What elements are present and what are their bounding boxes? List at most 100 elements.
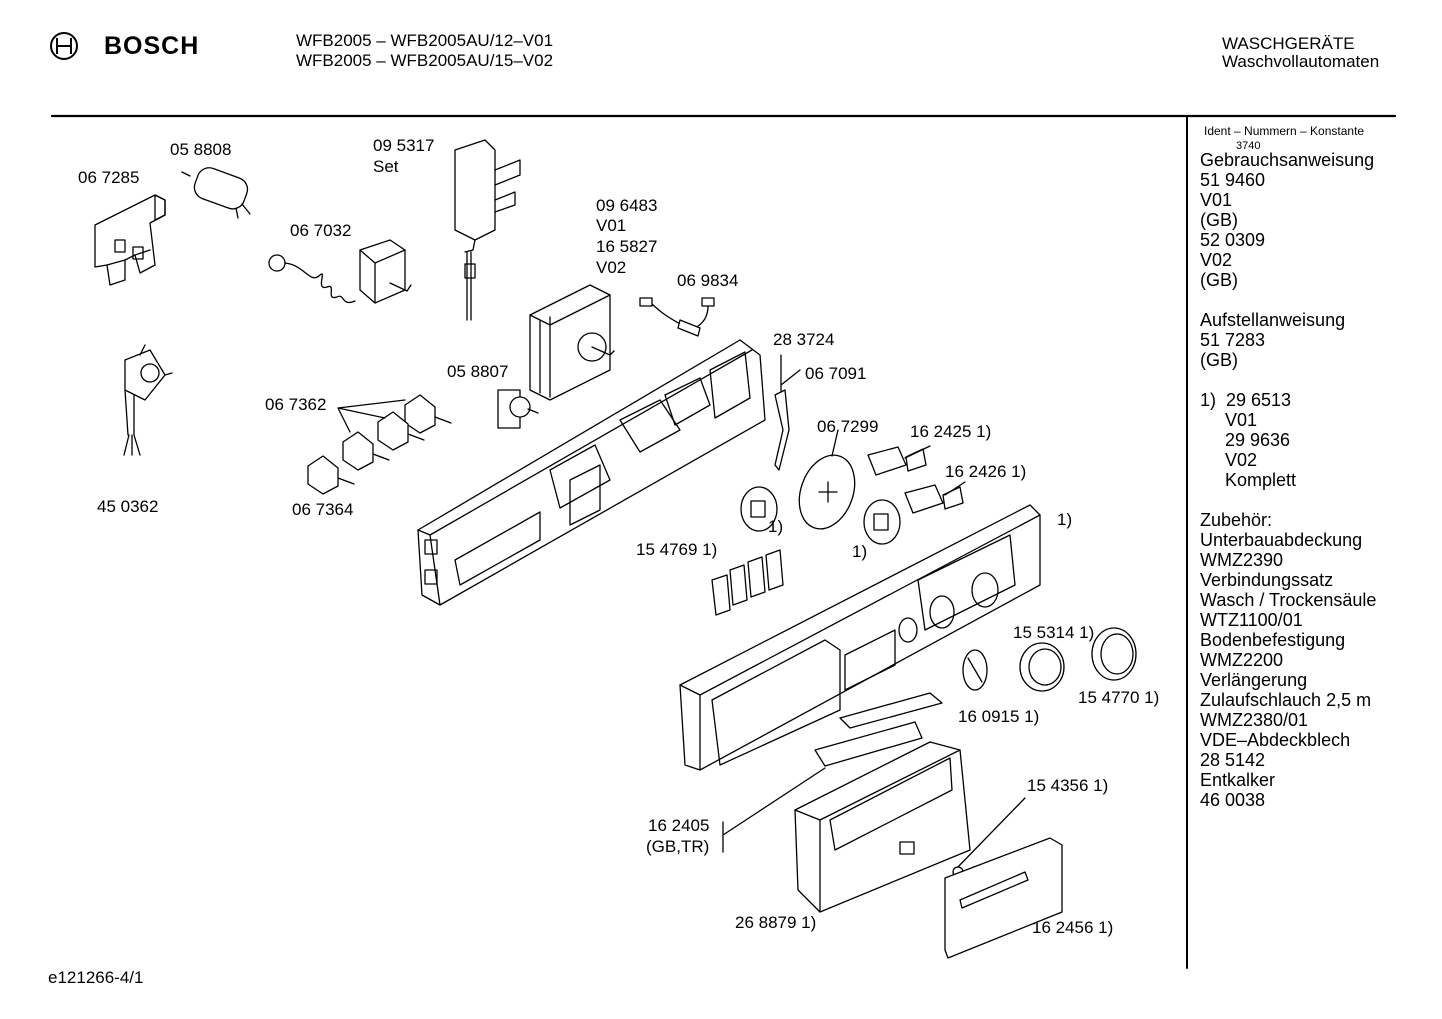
part-label: 28 3724 <box>773 330 835 349</box>
small-knob-part <box>962 649 988 691</box>
sidebar-line: (GB) <box>1200 210 1238 230</box>
bracket-part <box>94 194 166 286</box>
part-label: 16 5827 <box>596 237 658 256</box>
ident-value: 3740 <box>1236 140 1261 152</box>
push-buttons-part <box>711 549 784 616</box>
thermostat-part <box>268 239 412 304</box>
footnote-marker: 1) <box>768 517 784 536</box>
sidebar-line: 51 9460 <box>1200 170 1266 190</box>
timer-part <box>529 284 615 401</box>
drawer-handle-part <box>944 837 1063 959</box>
sidebar-line: V02 <box>1200 450 1258 470</box>
panel-carrier-part <box>417 339 766 606</box>
capacitor-part <box>181 167 251 219</box>
trim-strip-lower <box>814 721 923 767</box>
part-label: 06 7362 <box>265 395 327 414</box>
part-label: 06 7091 <box>805 364 867 383</box>
knob-insert-left <box>740 486 778 532</box>
model-line-2: WFB2005 – WFB2005AU/15–V02 <box>296 51 554 70</box>
sidebar-line: Zubehör: <box>1200 510 1273 530</box>
part-label: 16 2405 <box>648 816 710 835</box>
sidebar-line: 51 7283 <box>1200 330 1266 350</box>
knob-part-large <box>1091 627 1137 681</box>
part-label: 06 7032 <box>290 221 352 240</box>
part-label: Set <box>373 157 399 176</box>
sidebar-line: Verlängerung <box>1200 670 1308 690</box>
sidebar-line: (GB) <box>1200 270 1238 290</box>
part-label: 06 7299 <box>817 417 879 436</box>
sidebar-line: 29 9636 <box>1200 430 1291 450</box>
sidebar-line: Gebrauchsanweisung <box>1200 150 1375 170</box>
part-label: 45 0362 <box>97 497 159 516</box>
brand-name: BOSCH <box>104 32 200 60</box>
leader-162426 <box>944 481 966 496</box>
potentiometer-part <box>497 389 539 429</box>
sidebar-line: Zulaufschlauch 2,5 m <box>1200 690 1372 710</box>
footnote-marker: 1) <box>1057 510 1073 529</box>
sensor-lead-part <box>639 297 715 337</box>
part-label: 16 2456 1) <box>1032 918 1114 937</box>
switch-part-c <box>342 431 390 471</box>
part-label: 16 2426 1) <box>945 462 1027 481</box>
knob-part-medium <box>1019 642 1065 692</box>
part-label: 15 4769 1) <box>636 540 718 559</box>
part-label: 09 6483 <box>596 196 658 215</box>
document-id: e121266-4/1 <box>48 968 144 987</box>
sidebar-line: 28 5142 <box>1200 750 1266 770</box>
category-line-1: WASCHGERÄTE <box>1222 34 1355 53</box>
ident-title: Ident – Nummern – Konstante <box>1204 124 1365 138</box>
leader-283724 <box>780 354 801 396</box>
sidebar-line: VDE–Abdeckblech <box>1200 730 1351 750</box>
leader-067362 <box>337 399 406 433</box>
fascia-panel-part <box>679 504 1041 771</box>
part-label: V01 <box>596 216 627 235</box>
part-label: 06 9834 <box>677 271 739 290</box>
part-label: 16 0915 1) <box>958 707 1040 726</box>
sidebar-line: V01 <box>1200 190 1233 210</box>
leader-162405 <box>722 767 826 853</box>
sidebar-line <box>1200 290 1376 310</box>
sidebar-line: Verbindungssatz <box>1200 570 1334 590</box>
brand-logo <box>48 30 80 62</box>
bosch-armature-icon <box>50 32 78 60</box>
sidebar-line: 52 0309 <box>1200 230 1266 250</box>
switch-part-d <box>307 455 355 495</box>
spindle-part-upper <box>867 446 927 476</box>
part-label: 06 7285 <box>78 168 140 187</box>
part-label: 05 8807 <box>447 362 509 381</box>
part-label: 15 4356 1) <box>1027 776 1109 795</box>
sidebar-line: 46 0038 <box>1200 790 1266 810</box>
mains-plug-part <box>123 344 173 456</box>
sidebar-line: V01 <box>1200 410 1258 430</box>
model-line-1: WFB2005 – WFB2005AU/12–V01 <box>296 31 554 50</box>
part-label: 06 7364 <box>292 500 354 519</box>
part-label: (GB,TR) <box>646 837 710 856</box>
part-label: 15 4770 1) <box>1078 688 1160 707</box>
sidebar-line: (GB) <box>1200 350 1238 370</box>
part-label: 09 5317 <box>373 136 435 155</box>
leader-067299 <box>831 429 839 457</box>
sidebar-line: Komplett <box>1200 470 1297 490</box>
leader-154356 <box>954 797 1026 871</box>
footnote-marker: 1) <box>852 542 868 561</box>
sidebar-notes: Gebrauchsanweisung 51 9460 V01 (GB) 52 0… <box>1200 150 1376 810</box>
spindle-part-lower <box>904 484 964 514</box>
sidebar-line: V02 <box>1200 250 1233 270</box>
sidebar-line: Wasch / Trockensäule <box>1200 590 1377 610</box>
selector-disc-part <box>798 454 856 530</box>
sidebar-line: WTZ1100/01 <box>1200 610 1303 630</box>
sidebar-line <box>1200 490 1376 510</box>
sidebar-line: Aufstellanweisung <box>1200 310 1346 330</box>
sidebar-line: Entkalker <box>1200 770 1276 790</box>
detergent-drawer-part <box>794 741 971 913</box>
category-line-2: Waschvollautomaten <box>1222 52 1380 71</box>
sidebar-line: WMZ2200 <box>1200 650 1284 670</box>
part-label: 16 2425 1) <box>910 422 992 441</box>
trim-strip-upper <box>839 692 943 729</box>
switch-part-a <box>404 394 452 434</box>
switch-part-b <box>377 411 425 451</box>
part-label: 05 8808 <box>170 140 232 159</box>
sidebar-line: WMZ2390 <box>1200 550 1284 570</box>
sidebar-line: Unterbauabdeckung <box>1200 530 1363 550</box>
